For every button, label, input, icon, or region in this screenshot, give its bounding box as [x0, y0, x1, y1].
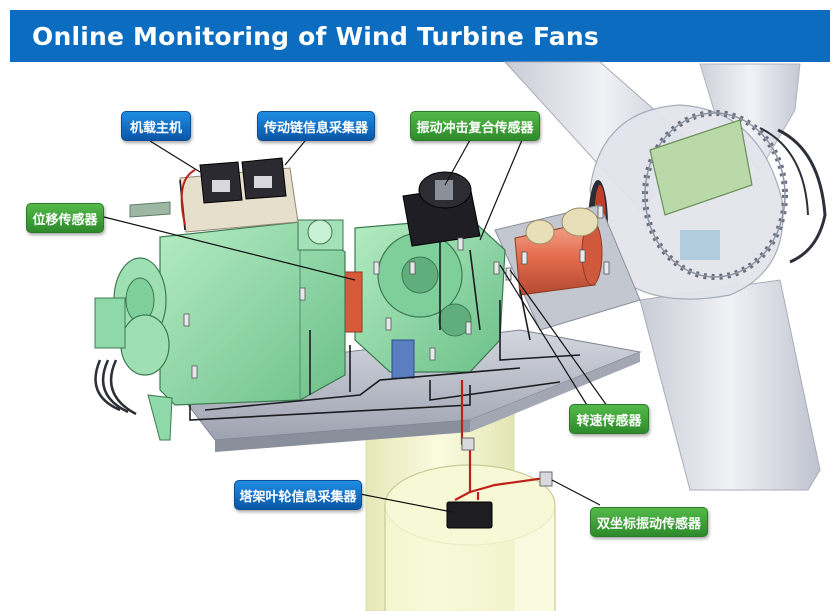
label-vib-impact-sensor: 振动冲击复合传感器 — [410, 111, 540, 141]
sensor-markers — [183, 205, 610, 379]
generator — [94, 219, 346, 441]
title-bar: Online Monitoring of Wind Turbine Fans — [10, 10, 830, 62]
label-drivetrain-collector: 传动链信息采集器 — [257, 111, 375, 141]
control-cabinets — [129, 157, 299, 233]
label-tower-blade-collector: 塔架叶轮信息采集器 — [234, 480, 362, 510]
signal-cables — [179, 179, 581, 421]
main-shaft — [514, 207, 603, 296]
page-title: Online Monitoring of Wind Turbine Fans — [32, 21, 599, 51]
label-leader-lines — [103, 139, 611, 513]
label-displacement-sensor: 位移传感器 — [26, 203, 104, 233]
hub — [588, 104, 827, 300]
gearbox — [354, 171, 506, 379]
label-dual-axis-vib-sensor: 双坐标振动传感器 — [590, 507, 708, 537]
label-host: 机载主机 — [121, 111, 191, 141]
tower-blade-collector-box — [446, 501, 493, 529]
label-speed-sensor: 转速传感器 — [569, 404, 649, 434]
dual-axis-sensor-unit — [461, 437, 553, 487]
